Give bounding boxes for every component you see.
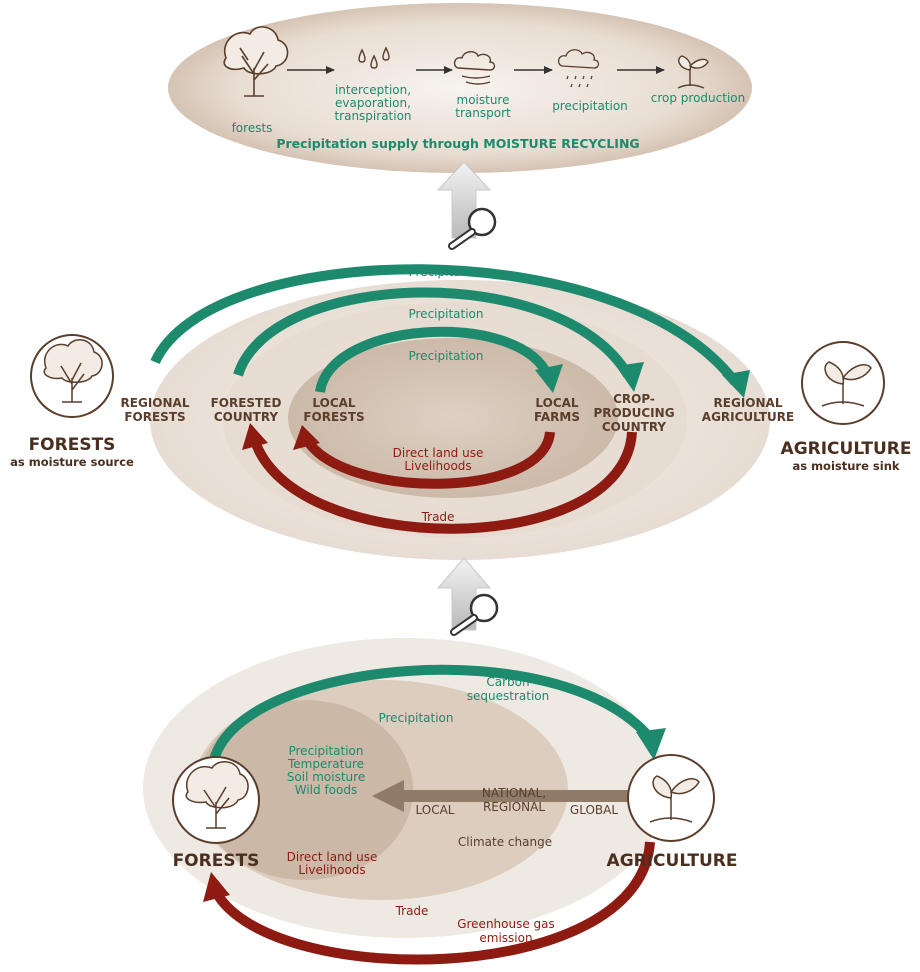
label-precipitation-regional: Precipitation xyxy=(408,265,483,279)
title-agriculture: AGRICULTURE xyxy=(781,439,912,459)
label-crop-production: crop production xyxy=(651,91,745,105)
label-regional-forests-1: REGIONAL xyxy=(121,396,190,410)
forests-source-icon xyxy=(30,334,114,418)
label-scale-global: GLOBAL xyxy=(570,803,618,817)
label-direct-land-use: Direct land use xyxy=(393,446,484,460)
rain-cloud-icon xyxy=(557,49,600,88)
label-local-farms-2: FARMS xyxy=(534,410,580,424)
label-climate-change: Climate change xyxy=(458,835,552,849)
label-precipitation-country: Precipitation xyxy=(408,307,483,321)
subtitle-moisture-sink: as moisture sink xyxy=(792,459,899,473)
trade-emission-arrow xyxy=(209,841,655,965)
arrowhead xyxy=(636,728,666,760)
precipitation-arrow-regional xyxy=(150,264,739,386)
caption-moisture-recycling: Precipitation supply through MOISTURE RE… xyxy=(276,136,639,151)
label-local-temperature: Temperature xyxy=(287,757,364,771)
cloud-icon xyxy=(453,51,496,85)
label-forested-country-1: FORESTED xyxy=(211,396,282,410)
magnifier-icon xyxy=(448,207,497,250)
label-local-wild-foods: Wild foods xyxy=(295,783,357,797)
tree-icon xyxy=(43,339,103,403)
label-local-precipitation: Precipitation xyxy=(288,744,363,758)
label-crop-country-3: COUNTRY xyxy=(602,420,667,434)
label-scale-national: NATIONAL, xyxy=(482,786,546,800)
label-regional-forests-2: FORESTS xyxy=(124,410,185,424)
precipitation-arrow-country xyxy=(233,287,633,378)
arrowhead xyxy=(616,362,644,392)
subtitle-moisture-source: as moisture source xyxy=(10,455,134,469)
direct-land-use-arrow xyxy=(301,431,555,489)
precipitation-arrow-local xyxy=(315,326,553,394)
label-precipitation: precipitation xyxy=(552,99,628,113)
tree-icon xyxy=(223,26,289,97)
interactions-panel: Carbon sequestration Precipitation Preci… xyxy=(143,638,738,965)
carbon-sequestration-arrow xyxy=(209,664,654,762)
magnifier-icon xyxy=(450,593,499,636)
label-direct-land-use: Direct land use xyxy=(287,850,378,864)
label-livelihoods: Livelihoods xyxy=(404,459,471,473)
label-crop-country-2: PRODUCING xyxy=(593,406,674,420)
label-livelihoods: Livelihoods xyxy=(298,863,365,877)
sprout-icon xyxy=(649,775,700,823)
title-forests-bottom: FORESTS xyxy=(173,851,260,871)
label-emission: emission xyxy=(479,931,532,945)
arrowhead xyxy=(203,872,230,902)
label-trade: Trade xyxy=(421,510,455,524)
label-evaporation: evaporation, xyxy=(335,96,411,110)
label-carbon: Carbon xyxy=(486,675,529,689)
forests-icon xyxy=(172,756,260,844)
agriculture-sink-icon xyxy=(801,341,885,425)
spatial-scales-panel: Precipitation Precipitation Precipitatio… xyxy=(10,264,912,560)
label-local-farms-1: LOCAL xyxy=(535,396,579,410)
label-precipitation-local: Precipitation xyxy=(408,349,483,363)
label-regional-agri-1: REGIONAL xyxy=(714,396,783,410)
label-interception: interception, xyxy=(335,83,411,97)
label-transport: transport xyxy=(455,106,511,120)
agriculture-icon xyxy=(627,754,715,842)
label-forested-country-2: COUNTRY xyxy=(214,410,279,424)
arrowhead xyxy=(242,423,268,450)
sprout-icon xyxy=(677,55,709,89)
label-local-forests-2: FORESTS xyxy=(303,410,364,424)
moisture-recycling-panel: forests interception, evaporation, trans… xyxy=(168,3,752,173)
label-local-soil-moisture: Soil moisture xyxy=(287,770,365,784)
label-scale-regional: REGIONAL xyxy=(483,800,545,814)
label-crop-country-1: CROP- xyxy=(613,392,655,406)
zoom-arrow-1 xyxy=(436,161,497,250)
sprout-icon xyxy=(821,361,872,407)
label-trade: Trade xyxy=(395,904,429,918)
arrowhead xyxy=(722,370,750,398)
zoom-arrow-2 xyxy=(436,557,499,636)
label-forests: forests xyxy=(232,121,273,135)
top-ellipse xyxy=(168,3,752,173)
title-forests: FORESTS xyxy=(29,435,116,455)
label-local-forests-1: LOCAL xyxy=(312,396,356,410)
label-sequestration: sequestration xyxy=(467,689,549,703)
label-precipitation: Precipitation xyxy=(378,711,453,725)
label-greenhouse-gas: Greenhouse gas xyxy=(457,917,555,931)
label-transpiration: transpiration xyxy=(334,109,411,123)
arrowhead xyxy=(535,364,563,393)
label-scale-local: LOCAL xyxy=(416,803,455,817)
label-regional-agri-2: AGRICULTURE xyxy=(702,410,794,424)
bottom-inner-ellipse xyxy=(197,700,413,880)
water-drops-icon xyxy=(358,46,390,69)
tree-icon xyxy=(185,761,249,829)
trade-arrow xyxy=(249,431,637,534)
arrowhead xyxy=(293,425,320,450)
title-agriculture-bottom: AGRICULTURE xyxy=(607,851,738,871)
label-moisture: moisture xyxy=(457,93,510,107)
climate-change-arrow xyxy=(372,780,628,812)
